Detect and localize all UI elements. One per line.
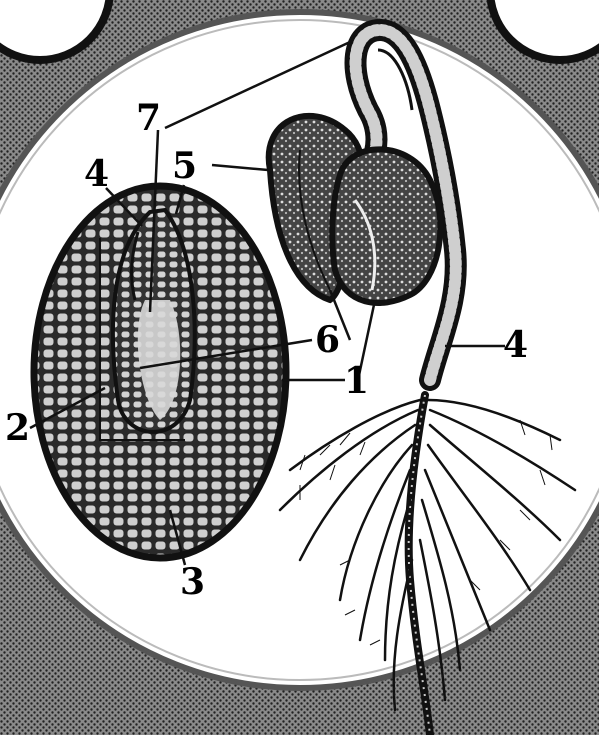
label-1: 1 bbox=[344, 360, 369, 402]
label-3: 3 bbox=[180, 561, 205, 603]
label-7: 7 bbox=[136, 97, 161, 139]
cotyledon-right bbox=[332, 149, 440, 303]
label-2: 2 bbox=[5, 407, 30, 449]
seed bbox=[34, 186, 286, 558]
label-4-right: 4 bbox=[503, 324, 528, 366]
label-6: 6 bbox=[315, 319, 340, 361]
label-5: 5 bbox=[172, 145, 197, 187]
label-4-left: 4 bbox=[84, 153, 109, 195]
